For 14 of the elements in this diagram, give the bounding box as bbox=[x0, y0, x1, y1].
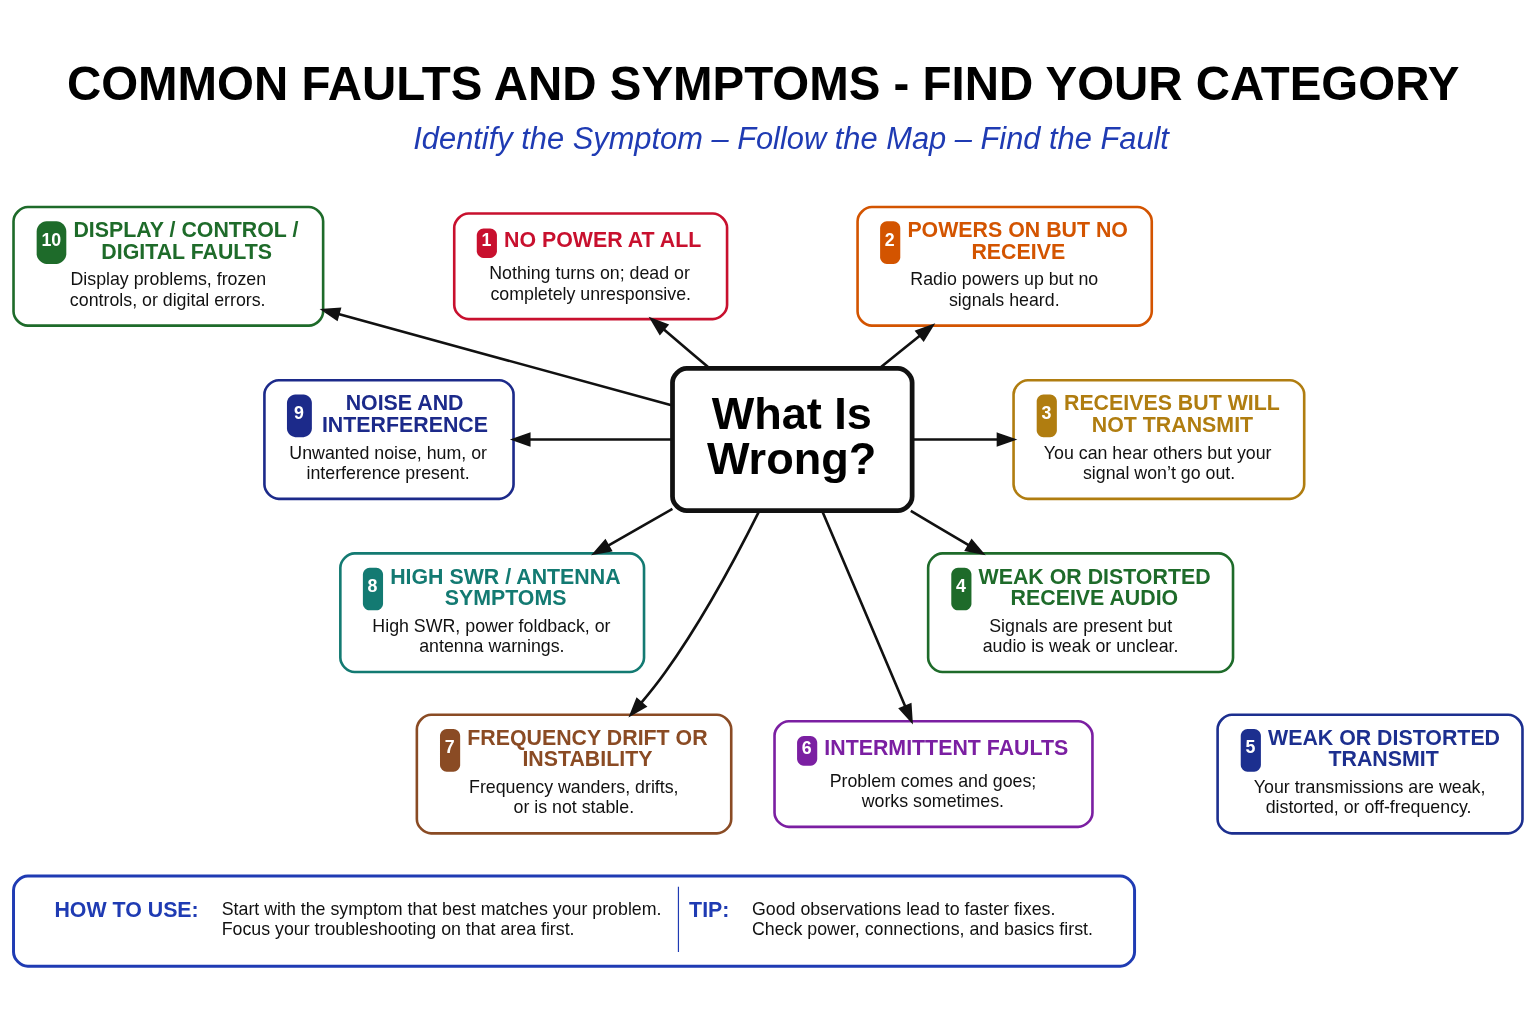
node-box: HOW TO USE: Start with the symptom that best matches your problem. Focus your troubleshooting on that area first. TIP: Good observations lead to faster fixes. Check power, connections, and basics first. bbox=[12, 874, 1137, 968]
arrow bbox=[910, 509, 986, 555]
arrow bbox=[319, 306, 673, 407]
node-box: What Is Wrong? bbox=[670, 365, 915, 513]
arrow bbox=[509, 431, 673, 447]
arrow bbox=[591, 507, 674, 555]
node-box: 6 INTERMITTENT FAULTS Problem comes and goes; works sometimes. bbox=[773, 719, 1094, 828]
arrow bbox=[878, 322, 936, 369]
label: Identify the Symptom – Follow the Map – Find the Fault bbox=[413, 120, 1169, 156]
arrow bbox=[648, 316, 711, 369]
node-box: 1 NO POWER AT ALL Nothing turns on; dead or completely unresponsive. bbox=[452, 211, 729, 320]
arrow bbox=[912, 431, 1018, 447]
diagram-title: COMMON FAULTS AND SYMPTOMS - FIND YOUR CATEGORY bbox=[66, 56, 1460, 110]
arrow bbox=[628, 510, 761, 718]
